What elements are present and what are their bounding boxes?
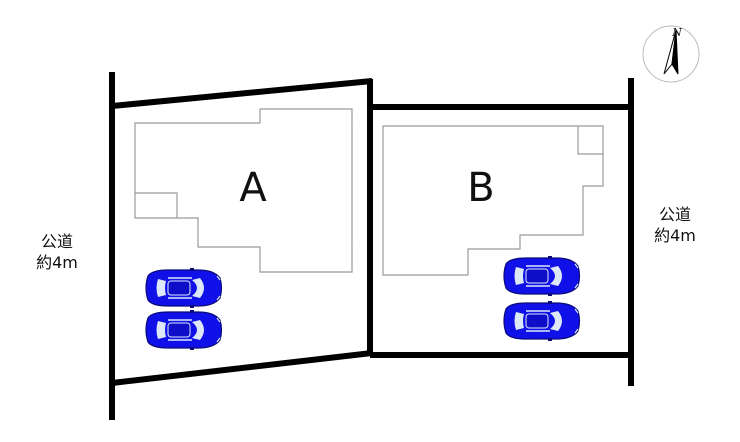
road-left-line1: 公道	[41, 232, 73, 251]
building-b-outline	[382, 125, 604, 276]
car-icon	[503, 300, 581, 342]
parking-lot-a	[145, 267, 223, 351]
lot-b-boundary	[370, 78, 634, 386]
compass-north-label: N	[671, 26, 682, 39]
lot-a-boundary	[109, 72, 373, 420]
building-a-outline	[134, 108, 353, 273]
car-icon	[145, 309, 223, 351]
road-label-left: 公道 約4m	[36, 232, 78, 272]
car-icon	[503, 255, 581, 297]
lot-a-label: A	[239, 165, 267, 211]
compass-icon: N	[642, 25, 700, 83]
road-label-right: 公道 約4m	[654, 205, 696, 245]
parking-lot-b	[503, 255, 581, 342]
road-right-line2: 約4m	[654, 226, 696, 245]
road-right-line1: 公道	[659, 205, 691, 224]
lot-b-label: B	[467, 165, 494, 211]
road-left-line2: 約4m	[36, 253, 78, 272]
car-icon	[145, 267, 223, 309]
